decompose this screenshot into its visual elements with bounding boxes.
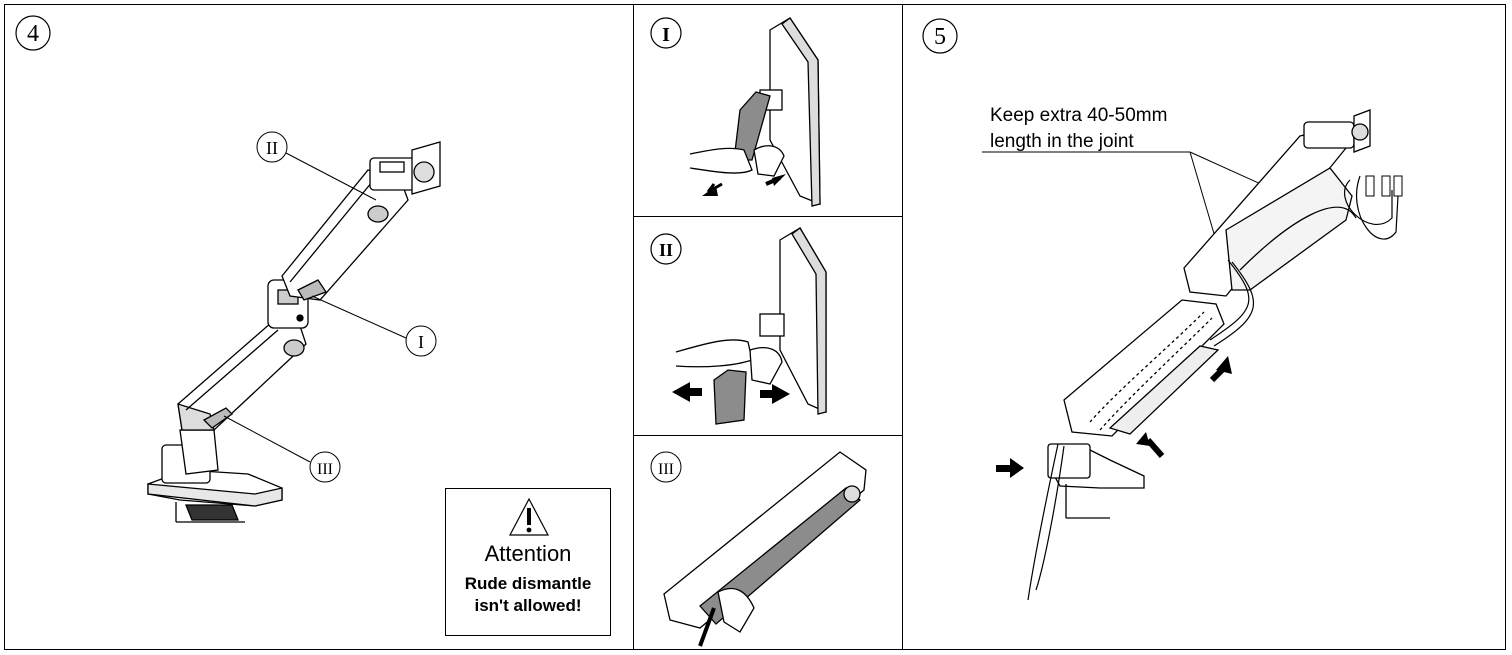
subpanel-II-illustration bbox=[675, 227, 827, 425]
upper-arm bbox=[281, 169, 409, 301]
subpanel-III-circle bbox=[650, 451, 682, 483]
step4-number: 4 bbox=[27, 21, 39, 47]
subpanel-II-circle bbox=[650, 233, 682, 265]
callout-line-III bbox=[223, 415, 311, 463]
arrow-II-right bbox=[772, 384, 790, 404]
subpanel-divider-2 bbox=[633, 435, 902, 436]
part-label-II: II bbox=[266, 138, 278, 158]
step4-number-circle bbox=[15, 15, 51, 51]
callout-circle-III bbox=[309, 451, 341, 483]
callout-circle-II bbox=[256, 131, 288, 163]
attention-message-line1: Rude dismantle bbox=[464, 574, 592, 593]
step5-upper-arm bbox=[1183, 127, 1357, 297]
step5-arrows bbox=[996, 356, 1232, 478]
subpanel-I-circle bbox=[650, 17, 682, 49]
subpanel-I-illustration bbox=[689, 17, 821, 207]
subpanel-II-label: II bbox=[659, 240, 673, 260]
callout-circle-I bbox=[405, 325, 437, 357]
attention-message-line2: isn't allowed! bbox=[474, 596, 582, 615]
diagram-frame bbox=[4, 4, 1506, 650]
monitor-mount-head bbox=[369, 141, 441, 195]
attention-message: Rude dismantle isn't allowed! bbox=[446, 573, 610, 617]
lower-arm bbox=[177, 321, 307, 431]
subpanel-III-label: III bbox=[658, 461, 674, 478]
step5-lower-arm bbox=[1063, 299, 1225, 437]
subpanel-I-label: I bbox=[662, 24, 670, 46]
arrow-right-shaft bbox=[765, 176, 781, 186]
cable-length-note: Keep extra 40-50mm length in the joint bbox=[990, 103, 1167, 155]
warning-triangle-icon bbox=[509, 497, 549, 536]
subpanel-III-illustration bbox=[663, 451, 867, 647]
arrow-left-head bbox=[702, 186, 718, 196]
step5-number: 5 bbox=[934, 24, 946, 50]
attention-title: Attention bbox=[484, 541, 572, 566]
step5-number-circle bbox=[922, 18, 958, 54]
panel-divider-left bbox=[633, 4, 634, 650]
attention-box: Attention Rude dismantle isn't allowed! bbox=[445, 488, 611, 636]
callout-line-II bbox=[285, 152, 377, 201]
part-label-III: III bbox=[317, 461, 333, 478]
arrow-II-left bbox=[672, 382, 690, 402]
part-label-I: I bbox=[418, 332, 424, 352]
step5-monitor-head bbox=[1303, 109, 1371, 153]
desk-clamp-base bbox=[147, 429, 283, 523]
step5-base bbox=[1047, 443, 1145, 519]
cables bbox=[1027, 175, 1399, 601]
subpanel-divider-1 bbox=[633, 216, 902, 217]
panel-divider-right bbox=[902, 4, 903, 650]
cable-connectors bbox=[1365, 175, 1403, 197]
cable-note-line2: length in the joint bbox=[990, 131, 1134, 152]
cable-note-line1: Keep extra 40-50mm bbox=[990, 105, 1168, 126]
callout-line-I bbox=[311, 295, 407, 339]
